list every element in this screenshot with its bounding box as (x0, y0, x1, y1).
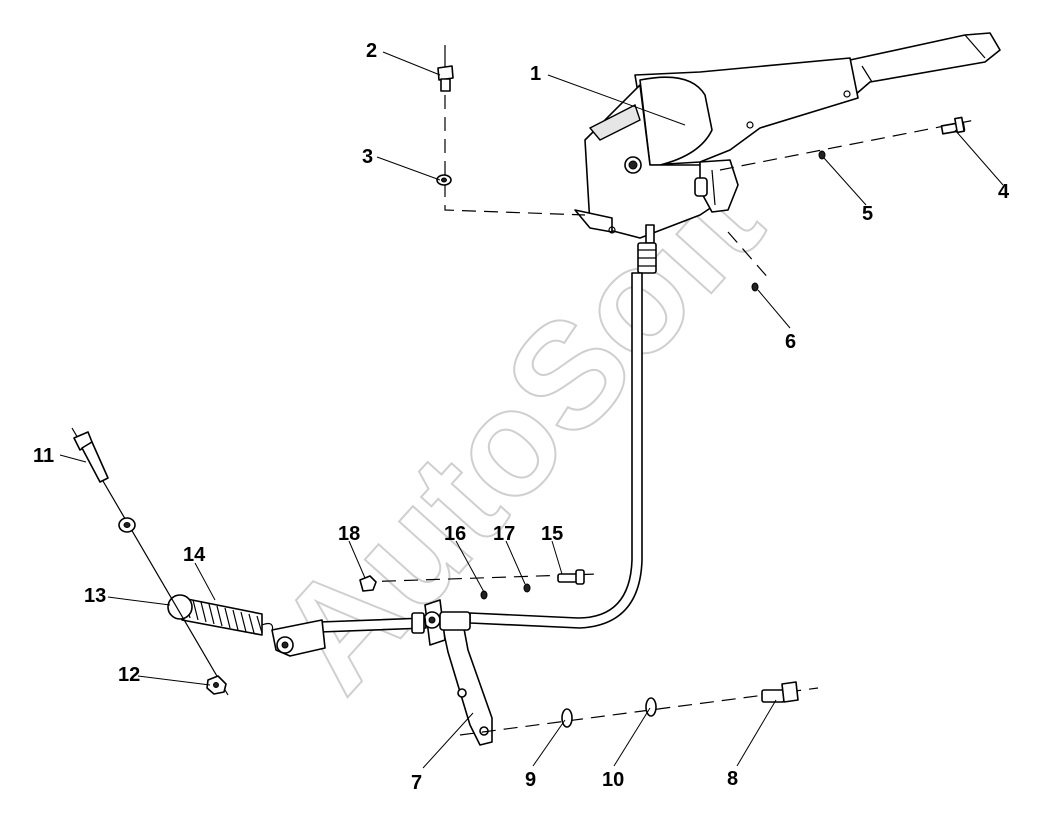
bracket-7 (423, 599, 493, 746)
pin-15 (557, 569, 585, 585)
callout-12: 12 (118, 664, 140, 686)
callout-10: 10 (602, 769, 624, 791)
nut-12 (206, 675, 227, 695)
nut-6 (751, 282, 759, 292)
return-spring-14 (167, 594, 274, 636)
callout-17: 17 (493, 523, 515, 545)
callout-4: 4 (998, 181, 1010, 203)
nut-18 (359, 575, 377, 592)
callout-9: 9 (525, 769, 536, 791)
callout-14: 14 (183, 544, 206, 566)
callout-11: 11 (33, 445, 54, 467)
callout-5: 5 (862, 203, 873, 225)
bolt-2 (437, 45, 454, 92)
callout-6: 6 (785, 331, 796, 353)
washer-10 (645, 697, 657, 717)
pivot-bolt-4 (940, 116, 966, 135)
handbrake-lever-assembly (574, 32, 1001, 239)
callout-16: 16 (444, 523, 466, 545)
clip-16 (480, 590, 488, 600)
bolt-8 (761, 681, 799, 703)
clip-5 (818, 150, 826, 160)
callout-18: 18 (338, 523, 360, 545)
washer-9 (561, 708, 573, 728)
leader-lines (59, 51, 1004, 769)
callout-13: 13 (84, 585, 106, 607)
mount-axis-line (444, 95, 586, 216)
watermark-text: AutoSoft (244, 139, 792, 722)
callout-3: 3 (362, 146, 373, 168)
cable-axis-line (727, 231, 771, 281)
callout-7: 7 (411, 772, 422, 794)
callout-8: 8 (727, 768, 738, 790)
callout-1: 1 (530, 63, 541, 85)
bolt-11 (73, 431, 109, 483)
washer-17 (523, 583, 531, 593)
bracket-axis-line (459, 687, 819, 736)
callout-15: 15 (541, 523, 563, 545)
callout-labels: 1 2 3 4 5 6 7 8 9 10 11 12 13 14 15 16 1… (33, 40, 1010, 794)
adjuster-rod (271, 611, 471, 657)
callout-2: 2 (366, 40, 377, 62)
